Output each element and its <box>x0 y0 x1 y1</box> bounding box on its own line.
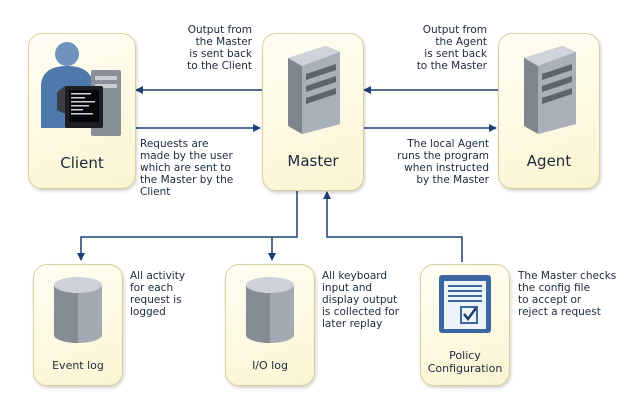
note-event-log: All activity for each request is logged <box>130 270 186 318</box>
master-label: Master <box>287 152 339 170</box>
io-log-label: I/O log <box>252 359 288 372</box>
note-local-agent: The local Agent runs the program when in… <box>397 138 489 186</box>
event-log-label: Event log <box>52 359 104 372</box>
event-log-node: Event log <box>33 264 123 386</box>
arrow-policy-to-master <box>323 191 463 262</box>
event-log-database-icon <box>54 277 102 343</box>
policy-document-check-icon <box>439 275 491 333</box>
io-log-database-icon <box>246 277 294 343</box>
agent-node: Agent <box>498 33 600 189</box>
client-node: Client <box>28 33 136 189</box>
arrow-master-to-logs <box>77 190 298 261</box>
user-computer-icon <box>41 42 121 136</box>
master-node: Master <box>262 33 364 191</box>
agent-label: Agent <box>526 152 572 170</box>
policy-label-line-2: Configuration <box>427 362 503 375</box>
note-requests: Requests are made by the user which are … <box>140 138 234 198</box>
client-label: Client <box>60 154 104 172</box>
policy-node: Policy Configuration <box>420 264 510 386</box>
agent-server-icon <box>524 46 576 134</box>
note-policy: The Master checks the config file to acc… <box>518 270 617 318</box>
io-log-node: I/O log <box>225 264 315 386</box>
policy-label-line-1: Policy <box>449 349 481 362</box>
note-io-log: All keyboard input and display output is… <box>322 270 400 330</box>
master-server-icon <box>288 46 340 134</box>
note-output-master-to-client: Output from the Master is sent back to t… <box>187 24 252 72</box>
note-output-agent-to-master: Output from the Agent is sent back to th… <box>416 24 487 72</box>
